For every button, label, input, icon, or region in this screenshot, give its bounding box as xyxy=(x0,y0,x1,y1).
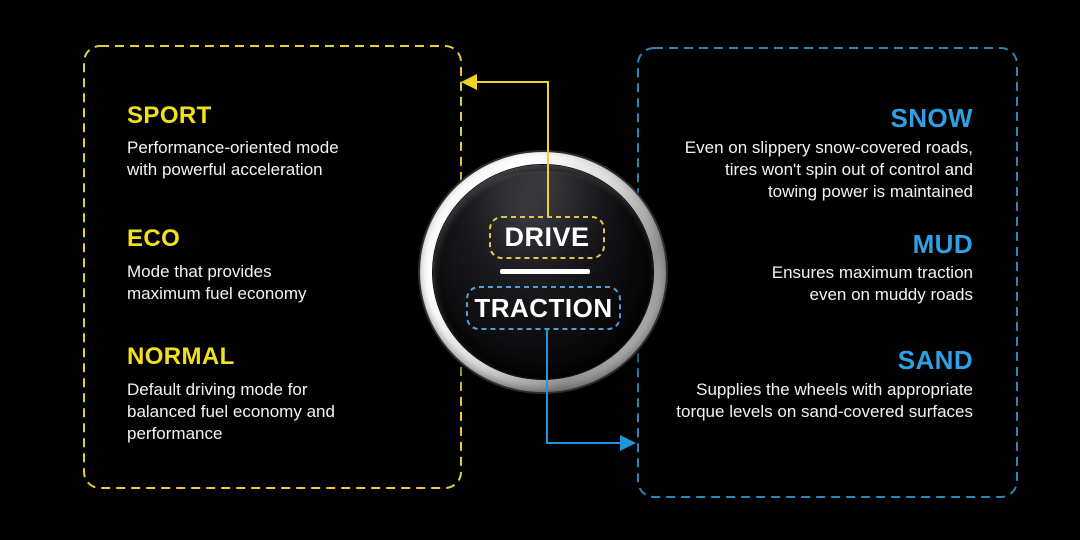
sport-title: SPORT xyxy=(127,102,212,129)
drive-mode-label: DRIVE xyxy=(504,222,590,252)
snow-description: Even on slippery snow-covered roads, tir… xyxy=(684,138,973,201)
sport-description: Performance-oriented mode with powerful … xyxy=(127,138,339,179)
arrow-left-icon xyxy=(461,74,477,90)
sand-title: SAND xyxy=(897,345,973,375)
sand-description: Supplies the wheels with appropriate tor… xyxy=(676,380,973,421)
snow-title: SNOW xyxy=(890,103,973,133)
mud-title: MUD xyxy=(912,229,973,259)
mud-description: Ensures maximum traction even on muddy r… xyxy=(771,263,973,304)
knob-face xyxy=(433,165,653,379)
normal-title: NORMAL xyxy=(127,343,235,370)
normal-description: Default driving mode for balanced fuel e… xyxy=(127,380,335,443)
traction-mode-label: TRACTION xyxy=(474,292,613,323)
arrow-right-icon xyxy=(620,435,636,451)
eco-description: Mode that provides maximum fuel economy xyxy=(127,262,307,303)
eco-title: ECO xyxy=(127,225,181,252)
mode-selector-knob xyxy=(420,152,666,392)
